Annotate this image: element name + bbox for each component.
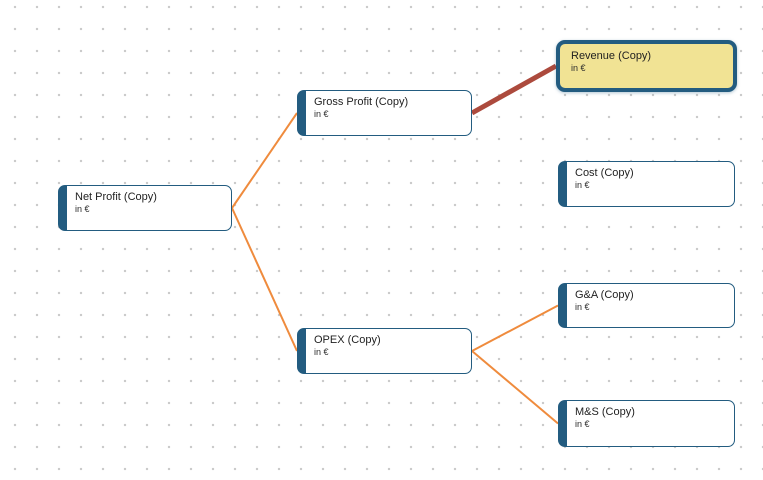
node-subtitle: in € <box>575 302 590 312</box>
node-subtitle: in € <box>575 419 590 429</box>
node-subtitle: in € <box>75 204 90 214</box>
node-title: M&S (Copy) <box>575 406 635 418</box>
node-title: G&A (Copy) <box>575 289 634 301</box>
node-title: Gross Profit (Copy) <box>314 96 409 108</box>
edge-net-profit-to-opex[interactable] <box>231 207 298 352</box>
node-gross-profit[interactable]: Gross Profit (Copy) in € <box>297 90 472 136</box>
node-subtitle: in € <box>575 180 590 190</box>
node-title: OPEX (Copy) <box>314 334 381 346</box>
node-revenue[interactable]: Revenue (Copy) in € <box>556 40 737 92</box>
node-ms[interactable]: M&S (Copy) in € <box>558 400 735 447</box>
node-cost[interactable]: Cost (Copy) in € <box>558 161 735 207</box>
node-title: Cost (Copy) <box>575 167 634 179</box>
edge-net-profit-to-gross-profit[interactable] <box>231 112 298 209</box>
node-title: Revenue (Copy) <box>571 50 652 62</box>
node-subtitle: in € <box>314 109 329 119</box>
node-title: Net Profit (Copy) <box>75 191 157 203</box>
node-net-profit[interactable]: Net Profit (Copy) in € <box>58 185 232 231</box>
edge-gross-profit-to-revenue[interactable] <box>470 63 558 116</box>
node-subtitle: in € <box>571 63 586 73</box>
edge-opex-to-ms[interactable] <box>471 350 559 425</box>
node-opex[interactable]: OPEX (Copy) in € <box>297 328 472 374</box>
node-subtitle: in € <box>314 347 329 357</box>
node-ga[interactable]: G&A (Copy) in € <box>558 283 735 328</box>
edge-opex-to-ga[interactable] <box>471 304 559 352</box>
